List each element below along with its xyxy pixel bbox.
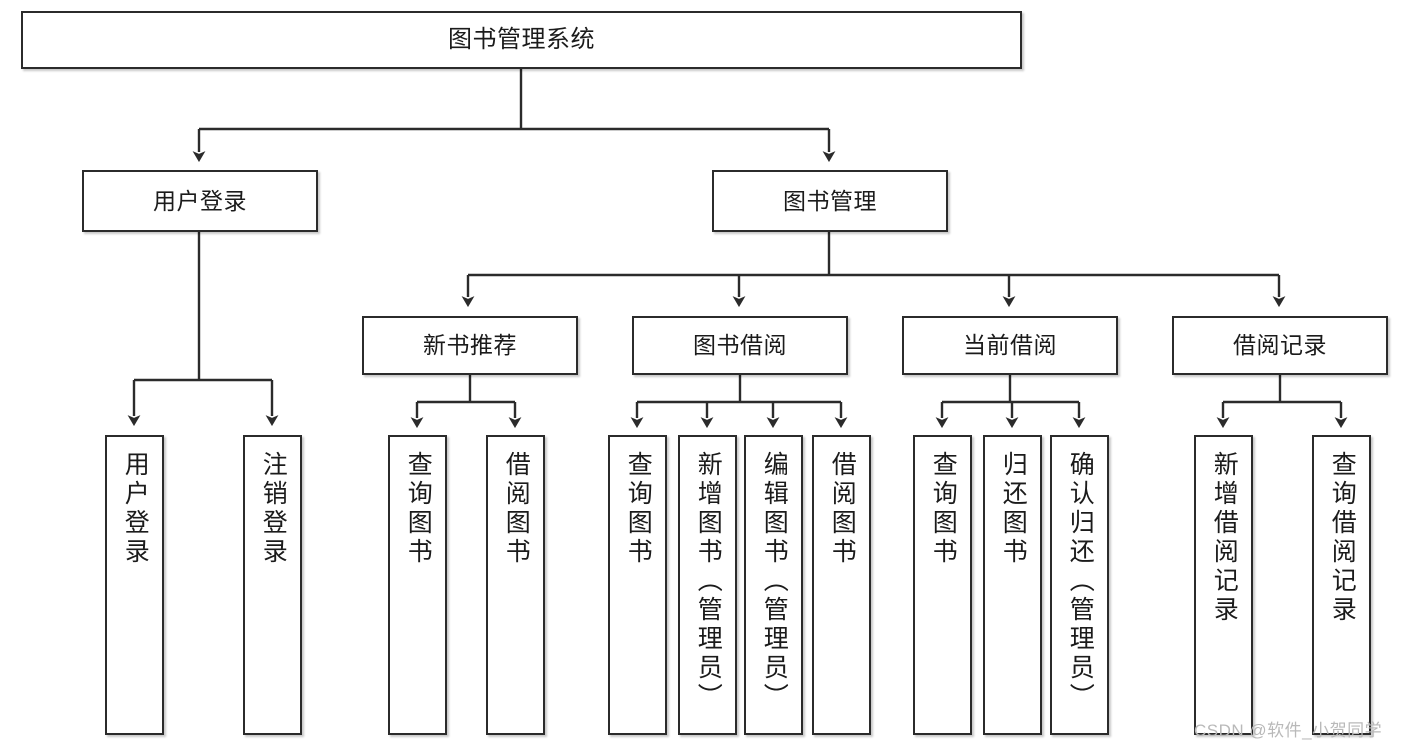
node-book-manage-label: 图书管理 bbox=[783, 187, 877, 214]
leaf-logout-login-label: 注销登录 bbox=[259, 451, 288, 567]
connector-root-to-level2 bbox=[192, 69, 836, 163]
leaf-query-book-2[interactable]: 查询图书 bbox=[608, 435, 667, 735]
leaf-query-book-3-label: 查询图书 bbox=[929, 451, 958, 567]
leaf-user-login[interactable]: 用户登录 bbox=[105, 435, 164, 735]
leaf-add-borrow-record-label: 新增借阅记录 bbox=[1210, 451, 1239, 625]
leaf-confirm-return-admin-label: 确认归还（管理员） bbox=[1066, 451, 1095, 712]
connector-userlogin-to-leaves bbox=[127, 232, 279, 427]
leaf-confirm-return-admin[interactable]: 确认归还（管理员） bbox=[1050, 435, 1109, 735]
leaf-borrow-book-2-label: 借阅图书 bbox=[828, 451, 857, 567]
leaf-edit-book-admin[interactable]: 编辑图书（管理员） bbox=[744, 435, 803, 735]
node-borrow-record[interactable]: 借阅记录 bbox=[1172, 316, 1388, 375]
connector-borrowrecord-to-leaves bbox=[1216, 375, 1348, 429]
leaf-query-book-3[interactable]: 查询图书 bbox=[913, 435, 972, 735]
node-new-book-rec[interactable]: 新书推荐 bbox=[362, 316, 578, 375]
connector-bookborrow-to-leaves bbox=[630, 375, 848, 429]
node-root[interactable]: 图书管理系统 bbox=[21, 11, 1022, 69]
leaf-query-book-2-label: 查询图书 bbox=[624, 451, 653, 567]
node-borrow-record-label: 借阅记录 bbox=[1233, 332, 1327, 359]
connector-bookmanage-to-level3 bbox=[461, 232, 1286, 308]
leaf-return-book[interactable]: 归还图书 bbox=[983, 435, 1042, 735]
node-user-login[interactable]: 用户登录 bbox=[82, 170, 318, 232]
connector-currentborrow-to-leaves bbox=[935, 375, 1086, 429]
watermark: CSDN @软件_小贺同学 bbox=[1194, 721, 1383, 740]
leaf-borrow-book-1[interactable]: 借阅图书 bbox=[486, 435, 545, 735]
leaf-logout-login[interactable]: 注销登录 bbox=[243, 435, 302, 735]
connector-newbook-to-leaves bbox=[410, 375, 522, 429]
leaf-add-borrow-record[interactable]: 新增借阅记录 bbox=[1194, 435, 1253, 735]
leaf-borrow-book-1-label: 借阅图书 bbox=[502, 451, 531, 567]
node-book-borrow-label: 图书借阅 bbox=[693, 332, 787, 359]
node-new-book-rec-label: 新书推荐 bbox=[423, 332, 517, 359]
leaf-query-book-1-label: 查询图书 bbox=[404, 451, 433, 567]
leaf-edit-book-admin-label: 编辑图书（管理员） bbox=[760, 451, 789, 712]
leaf-return-book-label: 归还图书 bbox=[999, 451, 1028, 567]
node-book-manage[interactable]: 图书管理 bbox=[712, 170, 948, 232]
leaf-query-book-1[interactable]: 查询图书 bbox=[388, 435, 447, 735]
leaf-add-book-admin-label: 新增图书（管理员） bbox=[694, 451, 723, 712]
leaf-add-book-admin[interactable]: 新增图书（管理员） bbox=[678, 435, 737, 735]
leaf-user-login-label: 用户登录 bbox=[121, 451, 150, 567]
leaf-borrow-book-2[interactable]: 借阅图书 bbox=[812, 435, 871, 735]
node-book-borrow[interactable]: 图书借阅 bbox=[632, 316, 848, 375]
node-current-borrow-label: 当前借阅 bbox=[963, 332, 1057, 359]
node-user-login-label: 用户登录 bbox=[153, 187, 247, 214]
node-current-borrow[interactable]: 当前借阅 bbox=[902, 316, 1118, 375]
node-root-label: 图书管理系统 bbox=[448, 26, 595, 54]
leaf-query-borrow-record-label: 查询借阅记录 bbox=[1328, 451, 1357, 625]
leaf-query-borrow-record[interactable]: 查询借阅记录 bbox=[1312, 435, 1371, 735]
